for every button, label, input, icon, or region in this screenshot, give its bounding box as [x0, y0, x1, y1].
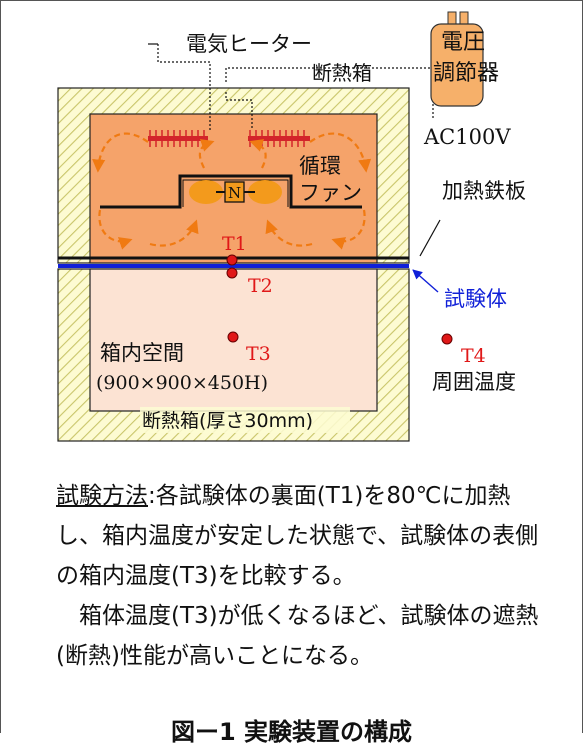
voltage-regulator	[430, 11, 484, 107]
sensor-t3	[227, 331, 239, 343]
upper-box-label: 断熱箱	[312, 61, 372, 85]
plate-leader	[419, 219, 441, 257]
heater-right	[248, 130, 310, 147]
voltage-regulator-label-1: 電圧	[441, 30, 485, 55]
fan-motor-label: N	[228, 184, 241, 202]
sensor-t4	[441, 333, 453, 345]
method-text: :各試験体の裏面(T1)を80℃に加熱し、箱内温度が安定した状態で、試験体の表側…	[56, 483, 539, 589]
fan-assembly	[100, 174, 362, 209]
sensor-t2	[226, 267, 238, 279]
sensor-t2-label: T2	[248, 275, 273, 297]
sensor-t1-label: T1	[222, 233, 247, 255]
fan-label-1: 循環	[299, 154, 341, 178]
lower-box-label: 断熱箱(厚さ30mm)	[142, 410, 313, 432]
circulation-arrows	[92, 132, 372, 250]
note-paragraph: 箱体温度(T3)が低くなるほど、試験体の遮熱(断熱)性能が高いことになる。	[56, 603, 539, 669]
method-heading: 試験方法	[56, 483, 148, 509]
fan-label-2: ファン	[299, 181, 362, 205]
heater-wiring	[157, 44, 434, 130]
fan-blade-left	[189, 180, 223, 204]
heater-label: 電気ヒーター	[186, 32, 312, 56]
lower-insulation-box	[57, 268, 410, 442]
specimen-leader	[412, 269, 439, 293]
sensor-t1	[226, 254, 238, 266]
inner-space-label-2: (900×900×450H)	[96, 372, 268, 394]
method-description: 試験方法:各試験体の裏面(T1)を80℃に加熱し、箱内温度が安定した状態で、試験…	[56, 476, 556, 676]
fan-motor	[224, 181, 245, 203]
ambient-label: 周囲温度	[432, 370, 516, 394]
voltage-regulator-label-2: 調節器	[433, 61, 499, 86]
sensor-t4-label: T4	[461, 345, 486, 367]
heated-plate-label: 加熱鉄板	[442, 179, 526, 203]
sensor-t3-label: T3	[246, 343, 271, 365]
method-paragraph: 試験方法:各試験体の裏面(T1)を80℃に加熱し、箱内温度が安定した状態で、試験…	[56, 476, 556, 596]
fan-blade-right	[248, 180, 282, 204]
power-label: AC100V	[423, 125, 511, 149]
figure-caption: 図ー1 実験装置の構成	[170, 718, 413, 746]
specimen-label: 試験体	[444, 287, 507, 311]
inner-space-label-1: 箱内空間	[100, 341, 184, 365]
